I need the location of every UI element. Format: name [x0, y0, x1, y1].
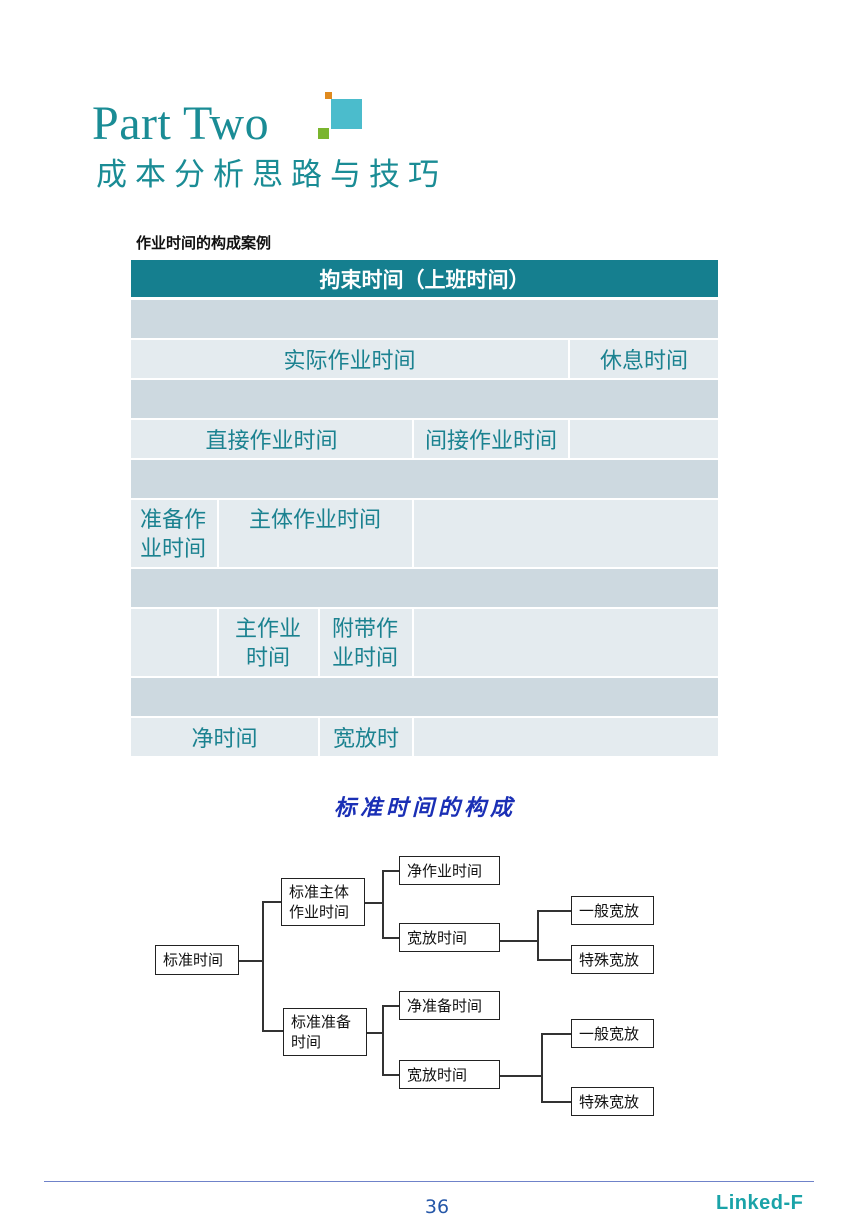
cell-text: 休息时间: [599, 349, 688, 374]
box-standard-prep-time: 标准准备 时间: [283, 1008, 367, 1056]
table-row-prep: 准备作 业时间 主体作业时间: [131, 500, 718, 567]
connector: [367, 1032, 383, 1034]
cell-net-time: 净时间: [131, 718, 318, 756]
box-text-line1: 标准主体: [289, 883, 350, 901]
connector: [537, 910, 539, 960]
table-band: [131, 460, 718, 498]
cell-main-operation-time: 主作业 时间: [217, 609, 318, 676]
cell-text: 实际作业时间: [283, 349, 416, 374]
footer-divider: [44, 1181, 814, 1182]
case-title: 作业时间的构成案例: [136, 234, 272, 252]
decor-square-orange: [325, 92, 332, 99]
connector: [541, 1101, 571, 1103]
table-band: [131, 678, 718, 716]
box-text: 一般宽放: [579, 1024, 640, 1043]
table-row-net: 净时间 宽放时: [131, 718, 718, 756]
cell-attached-work-time: 附带作 业时间: [318, 609, 412, 676]
diagram-title: 标准时间的构成: [333, 795, 516, 821]
table-band: [131, 569, 718, 607]
connector: [262, 901, 264, 1030]
connector: [541, 1033, 571, 1035]
box-general-allowance: 一般宽放: [571, 1019, 654, 1048]
table-band: [131, 300, 718, 338]
box-general-allowance: 一般宽放: [571, 896, 654, 925]
cell-empty: [131, 609, 217, 676]
cell-direct-work-time: 直接作业时间: [131, 420, 412, 458]
cell-empty: [568, 420, 718, 458]
box-text: 净作业时间: [407, 861, 483, 880]
cell-actual-work-time: 实际作业时间: [131, 340, 568, 378]
decor-square-green: [318, 128, 329, 139]
box-allowance-time: 宽放时间: [399, 923, 500, 952]
box-standard-time: 标准时间: [155, 945, 239, 975]
box-special-allowance: 特殊宽放: [571, 1087, 654, 1116]
connector: [541, 1033, 543, 1102]
cell-main-work-time: 主体作业时间: [217, 500, 412, 567]
cell-rest-time: 休息时间: [568, 340, 718, 378]
connector: [239, 960, 263, 962]
cell-text-line2: 时间: [246, 646, 291, 671]
decor-square-teal: [331, 99, 362, 129]
table-row-actual: 实际作业时间 休息时间: [131, 340, 718, 378]
box-text: 特殊宽放: [579, 950, 640, 969]
box-text: 标准时间: [163, 951, 224, 969]
box-special-allowance: 特殊宽放: [571, 945, 654, 974]
table-header: 拘束时间（上班时间）: [131, 260, 718, 297]
table-row-main: 主作业 时间 附带作 业时间: [131, 609, 718, 676]
connector: [365, 902, 383, 904]
box-text: 净准备时间: [407, 996, 483, 1015]
box-text: 宽放时间: [407, 928, 468, 947]
connector: [262, 901, 281, 903]
part-subtitle: 成本分析思路与技巧: [96, 157, 447, 193]
cell-text-line2: 业时间: [332, 646, 399, 671]
cell-prep-work-time: 准备作 业时间: [131, 500, 217, 567]
box-text: 特殊宽放: [579, 1092, 640, 1111]
box-net-work-time: 净作业时间: [399, 856, 500, 885]
connector: [500, 940, 538, 942]
connector: [382, 870, 384, 938]
cell-text: 宽放时: [332, 727, 399, 752]
cell-text: 主体作业时间: [249, 508, 382, 533]
cell-text: 直接作业时间: [205, 429, 338, 454]
connector: [382, 937, 399, 939]
box-text-line2: 时间: [291, 1033, 322, 1051]
cell-text: 间接作业时间: [424, 429, 557, 454]
part-title: Part Two: [92, 97, 270, 150]
cell-text-line1: 主作业: [235, 617, 302, 642]
connector: [262, 1030, 283, 1032]
cell-indirect-work-time: 间接作业时间: [412, 420, 568, 458]
cell-empty: [412, 609, 718, 676]
brand-logo: Linked-F: [716, 1192, 804, 1214]
cell-empty: [412, 718, 718, 756]
connector: [500, 1075, 542, 1077]
cell-text-line1: 附带作: [332, 617, 399, 642]
cell-text: 净时间: [191, 727, 258, 752]
cell-text-line1: 准备作: [140, 508, 207, 533]
connector: [382, 1005, 399, 1007]
box-net-prep-time: 净准备时间: [399, 991, 500, 1020]
table-row-direct: 直接作业时间 间接作业时间: [131, 420, 718, 458]
table-band: [131, 380, 718, 418]
box-text: 宽放时间: [407, 1065, 468, 1084]
connector: [382, 1005, 384, 1075]
cell-text-line2: 业时间: [140, 537, 207, 562]
box-allowance-time: 宽放时间: [399, 1060, 500, 1089]
box-standard-main-work-time: 标准主体 作业时间: [281, 878, 365, 926]
cell-empty: [412, 500, 718, 567]
box-text: 一般宽放: [579, 901, 640, 920]
connector: [537, 959, 571, 961]
box-text-line2: 作业时间: [289, 903, 350, 921]
page-number: 36: [424, 1196, 450, 1218]
box-text-line1: 标准准备: [291, 1013, 352, 1031]
cell-allowance-time: 宽放时: [318, 718, 412, 756]
connector: [382, 870, 399, 872]
connector: [382, 1074, 399, 1076]
connector: [537, 910, 571, 912]
